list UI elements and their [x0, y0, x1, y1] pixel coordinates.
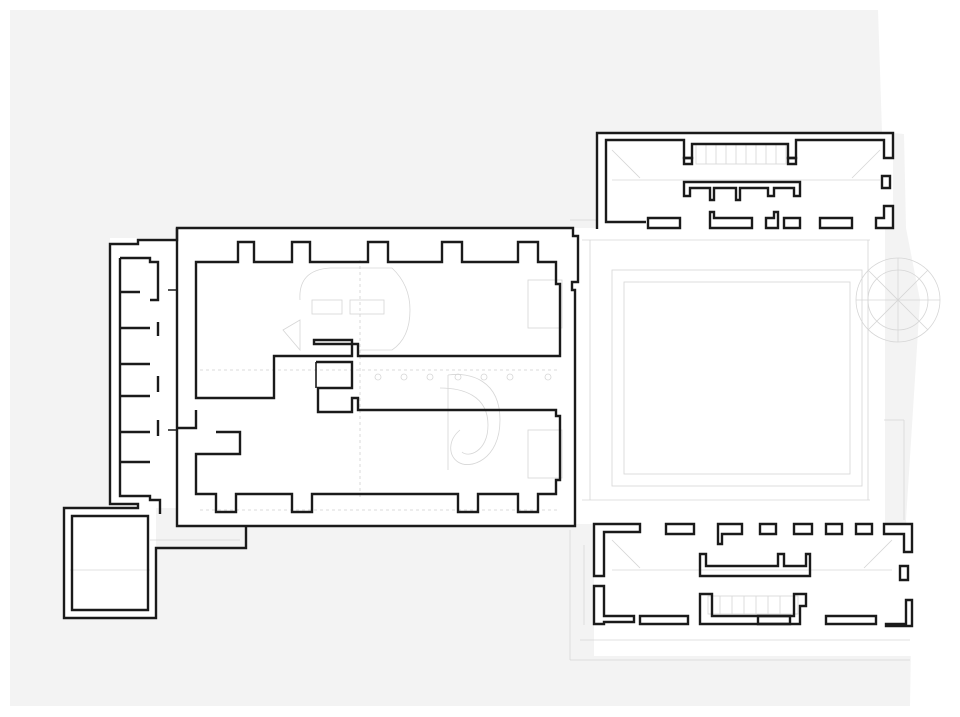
stair-tower-fill: [64, 508, 156, 618]
wing-ghost-stairs: [611, 143, 893, 615]
ground-floor-ghost-outline: [200, 260, 563, 511]
tree-canopy: [855, 257, 941, 343]
west-annex-walls: [62, 228, 248, 620]
spiral-ramp: [439, 374, 501, 470]
courtyard-fill: [575, 228, 885, 524]
courtyard-paving-grid: [582, 239, 870, 501]
north-wing-walls: [595, 131, 895, 230]
south-wing-fill: [594, 524, 912, 656]
south-wing-walls: [592, 522, 914, 628]
main-hall-fill: [177, 228, 575, 526]
main-hall-walls: [175, 226, 580, 528]
site-boundary-lines: [70, 219, 910, 661]
